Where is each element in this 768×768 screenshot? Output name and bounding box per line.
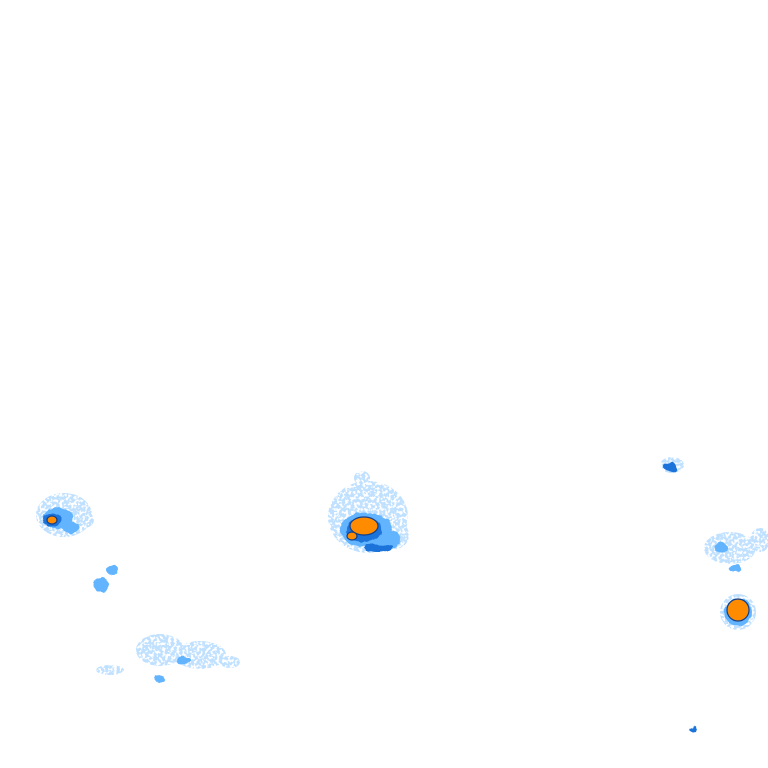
echo-patches-southwest bbox=[93, 565, 240, 683]
echo-patches-east bbox=[704, 528, 768, 573]
echo-cell-west bbox=[36, 493, 94, 537]
echo-cell-central bbox=[328, 471, 409, 553]
core-cell-central bbox=[346, 516, 379, 541]
core-cell-west bbox=[46, 515, 58, 525]
echo-cell-east bbox=[720, 594, 756, 630]
core-cell-east bbox=[726, 598, 750, 622]
echo-cell-northeast bbox=[660, 457, 684, 473]
echo-speck-southeast bbox=[689, 726, 697, 732]
